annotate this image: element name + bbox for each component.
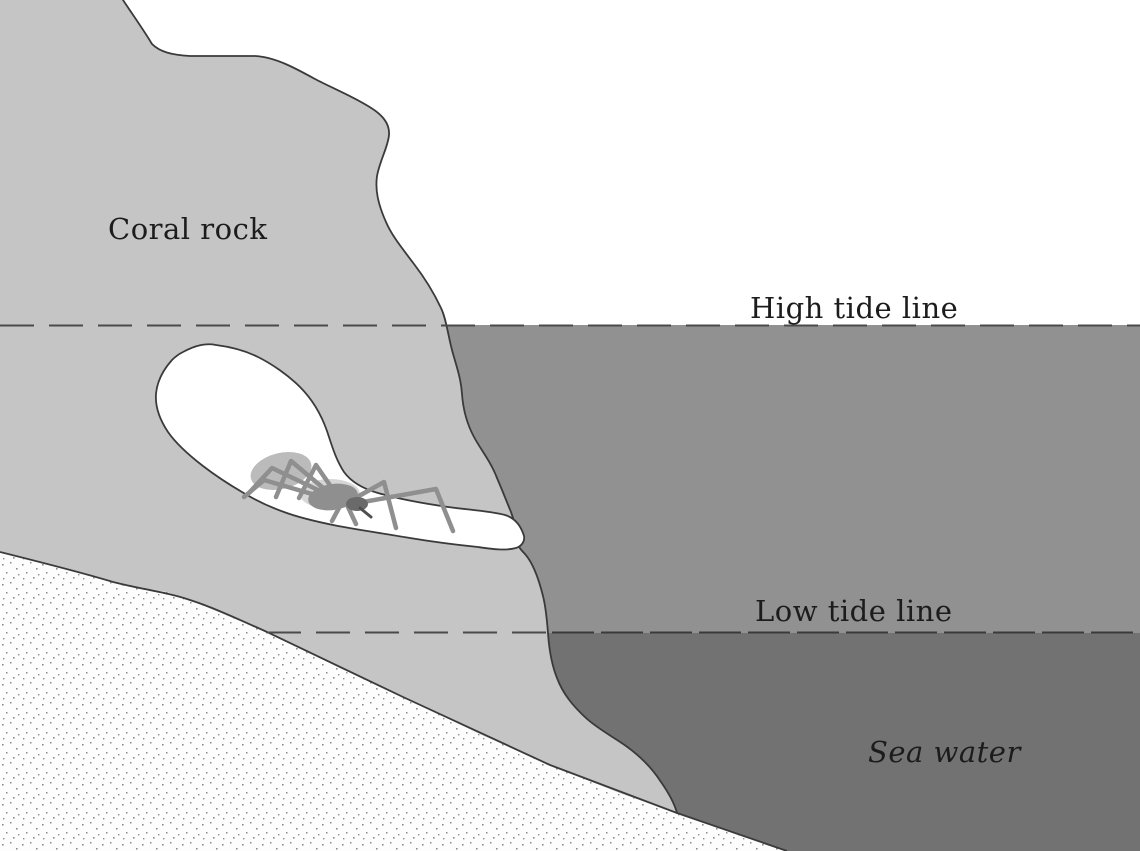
rock-outline	[122, 0, 678, 814]
sand-slope	[0, 552, 787, 851]
spider-head	[346, 497, 368, 511]
sea-water-label: Sea water	[868, 735, 1022, 769]
spider-chelicerae	[358, 506, 373, 519]
low-tide-line-label: Low tide line	[755, 594, 953, 628]
coral-rock-shape	[0, 0, 677, 813]
spider-illustration	[241, 451, 456, 534]
spider-cephalothorax	[308, 483, 358, 511]
coral-rock-label: Coral rock	[108, 212, 267, 246]
air-pocket-cave	[155, 343, 526, 551]
spider-legs	[241, 458, 456, 534]
high-tide-line-label: High tide line	[750, 291, 958, 325]
sand-boundary-line	[0, 551, 788, 851]
